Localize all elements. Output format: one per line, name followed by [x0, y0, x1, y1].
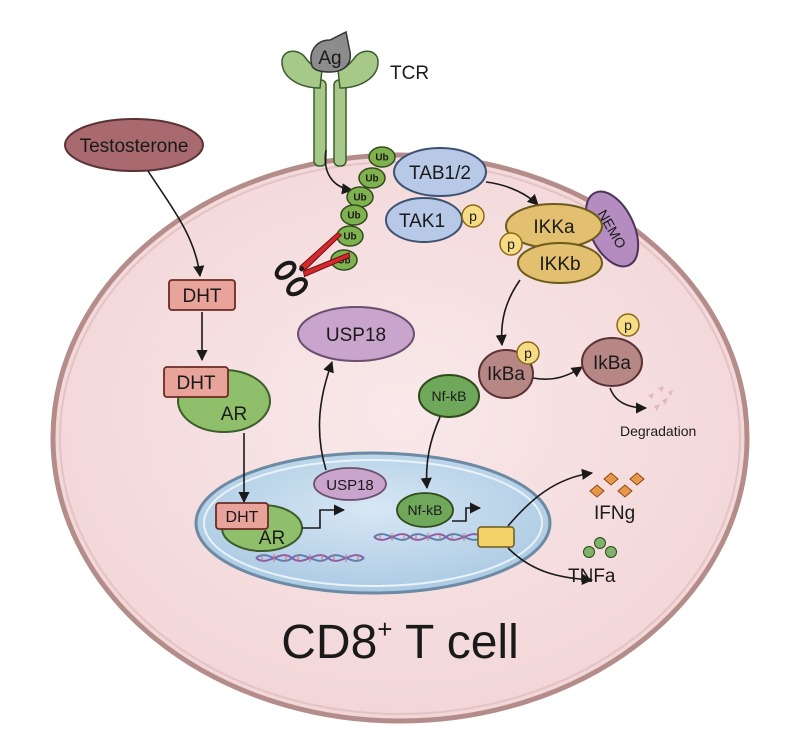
- scissors-icon: [274, 232, 351, 297]
- arrow-tab-to-ikk: [485, 181, 539, 206]
- cell-title: CD8+ T cell: [281, 614, 519, 669]
- svg-text:Ub: Ub: [337, 256, 350, 267]
- arrow-testosterone-to-dht: [147, 170, 205, 278]
- ub-bead: Ub: [340, 204, 368, 226]
- cell-title-sup: +: [377, 614, 392, 644]
- dht-ar-complex: DHT AR: [163, 366, 271, 433]
- svg-text:p: p: [469, 208, 477, 224]
- svg-text:DHT: DHT: [176, 373, 215, 394]
- arrow-to-ifng: [507, 468, 594, 527]
- svg-text:Ub: Ub: [353, 193, 366, 204]
- phospho-tak1: p: [461, 204, 485, 228]
- nucleus-inner-ring: [203, 459, 543, 587]
- ikkb: IKKb: [517, 242, 603, 284]
- dht-box: DHT: [168, 279, 236, 311]
- arrow-tcr-to-ub: [324, 149, 354, 195]
- svg-text:USP18: USP18: [326, 325, 386, 346]
- tcr-label: TCR: [390, 63, 429, 84]
- arrow-to-degradation: [609, 387, 648, 414]
- ub-bead: Ub: [346, 186, 374, 208]
- svg-text:p: p: [507, 236, 515, 252]
- nuclear-dht-ar: DHT AR: [215, 502, 303, 552]
- svg-text:TAK1: TAK1: [399, 211, 445, 232]
- svg-text:IkBa: IkBa: [487, 364, 525, 385]
- nemo: NEMO: [584, 190, 640, 268]
- ifng-label: IFNg: [594, 503, 635, 524]
- tcr-receptor: [281, 50, 379, 167]
- svg-text:TAB1/2: TAB1/2: [409, 163, 471, 184]
- ikba-bound: IkBa: [478, 349, 534, 399]
- nucleus: [194, 451, 552, 595]
- nfkb-nuclear: Nf-kB: [396, 492, 454, 528]
- usp18-nuclear: USP18: [313, 467, 387, 501]
- arrow-nfkb-to-nucleus: [420, 416, 441, 490]
- tab12: TAB1/2: [393, 147, 487, 197]
- ub-bead: Ub: [358, 167, 386, 189]
- svg-text:Ub: Ub: [365, 174, 378, 185]
- ub-bead: Ub: [368, 146, 396, 168]
- gene-promoter-box: [477, 526, 515, 548]
- phospho-ikba-free: p: [616, 313, 640, 337]
- svg-text:USP18: USP18: [326, 477, 374, 494]
- svg-text:Nf-kB: Nf-kB: [408, 502, 443, 518]
- arrow-usp18-export: [318, 360, 334, 471]
- svg-text:AR: AR: [259, 528, 285, 549]
- tak1: TAK1: [385, 197, 463, 243]
- svg-text:IKKa: IKKa: [533, 217, 575, 238]
- antigen: Ag: [310, 30, 352, 73]
- phospho-ikk: p: [499, 232, 523, 256]
- svg-text:DHT: DHT: [182, 286, 221, 307]
- svg-text:Ub: Ub: [375, 153, 388, 164]
- arrow-ikk-to-ikba: [495, 279, 521, 347]
- testosterone: Testosterone: [64, 118, 204, 172]
- svg-text:p: p: [524, 345, 532, 361]
- ikka: IKKa: [505, 203, 603, 249]
- arrow-to-tnfa: [507, 547, 594, 586]
- dna-strand-right: [373, 533, 483, 541]
- cell-title-rest: T cell: [392, 616, 518, 669]
- svg-text:p: p: [624, 317, 632, 333]
- cell-title-main: CD8: [281, 616, 377, 669]
- svg-text:DHT: DHT: [226, 509, 259, 526]
- svg-text:Nf-kB: Nf-kB: [432, 388, 467, 404]
- antigen-label: Ag: [318, 48, 341, 69]
- usp18-cytoplasmic: USP18: [297, 306, 415, 362]
- degradation-fragments-icon: [648, 386, 673, 411]
- svg-text:Testosterone: Testosterone: [80, 136, 189, 157]
- transcription-arrow-usp18: [302, 504, 346, 529]
- ifng-molecules-icon: [589, 472, 645, 498]
- nfkb-cytoplasmic: Nf-kB: [418, 374, 480, 418]
- phospho-ikba-bound: p: [516, 341, 540, 365]
- svg-text:Ub: Ub: [343, 232, 356, 243]
- ikba-free: IkBa: [581, 337, 643, 387]
- tnfa-label: TNFa: [568, 566, 616, 587]
- arrow-ikba-release: [532, 366, 583, 380]
- transcription-arrow-nfkb: [452, 502, 482, 522]
- degradation-label: Degradation: [620, 423, 696, 439]
- svg-text:AR: AR: [221, 404, 247, 425]
- svg-text:Ub: Ub: [347, 211, 360, 222]
- svg-text:IKKb: IKKb: [539, 254, 580, 275]
- tnfa-molecules-icon: [583, 537, 617, 558]
- svg-text:IkBa: IkBa: [593, 353, 631, 374]
- dna-strand-left: [255, 554, 365, 562]
